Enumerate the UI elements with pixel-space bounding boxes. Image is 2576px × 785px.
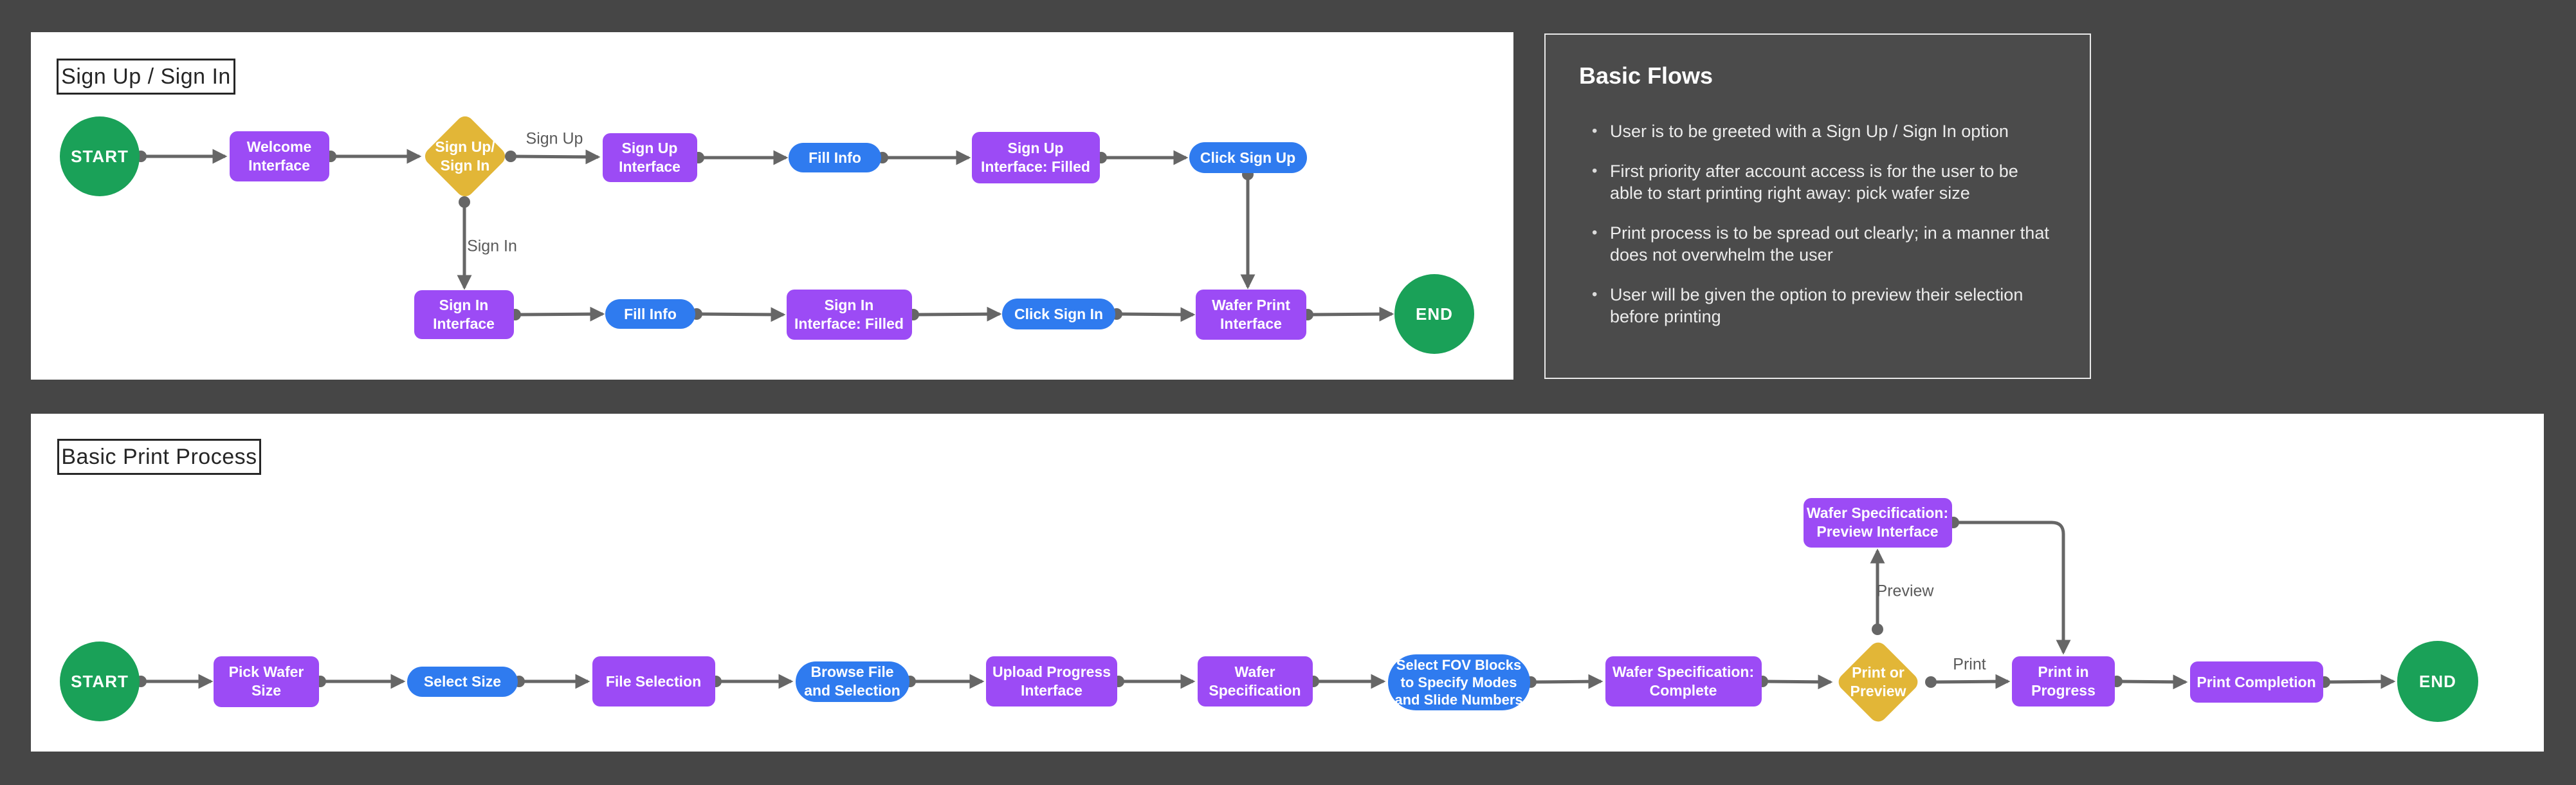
flow-node-sign-up-sign-in-fill-info-signup[interactable]: Fill Info: [789, 143, 881, 172]
node-label: Print or Preview: [1850, 664, 1906, 699]
flow-connector[interactable]: [2116, 674, 2188, 690]
flow-connector[interactable]: [913, 306, 1002, 322]
flow-node-basic-print-process-end[interactable]: END: [2397, 641, 2478, 722]
notes-panel: Basic Flows User is to be greeted with a…: [1544, 33, 2091, 379]
flow-node-sign-up-sign-in-click-signin[interactable]: Click Sign In: [1002, 299, 1115, 329]
flow-node-sign-up-sign-in-signin-interface[interactable]: Sign In Interface: [414, 290, 514, 339]
flow-title-sign-up-sign-in: Sign Up / Sign In: [61, 64, 231, 89]
flow-node-basic-print-process-print-completion[interactable]: Print Completion: [2189, 661, 2323, 703]
flow-node-basic-print-process-select-size[interactable]: Select Size: [407, 666, 518, 697]
node-label: Sign Up/ Sign In: [435, 138, 495, 174]
flow-connector[interactable]: [1762, 674, 1833, 690]
flow-connector[interactable]: [1116, 307, 1196, 322]
edge-label-print: Print: [1953, 655, 1986, 674]
flow-connector[interactable]: [2324, 674, 2396, 689]
edge-label-preview: Preview: [1876, 582, 1934, 600]
flow-connector[interactable]: [696, 307, 786, 322]
connector-start-dot: [1925, 676, 1937, 688]
flow-node-basic-print-process-start[interactable]: START: [60, 642, 140, 721]
notes-bullet-list: User is to be greeted with a Sign Up / S…: [1588, 120, 2061, 346]
notes-bullet: User is to be greeted with a Sign Up / S…: [1588, 120, 2061, 142]
edge-label-sign-in: Sign In: [467, 237, 517, 255]
notes-bullet: User will be given the option to preview…: [1588, 284, 2061, 328]
flow-node-sign-up-sign-in-signup-interface-filled[interactable]: Sign Up Interface: Filled: [971, 132, 1100, 183]
flow-title-basic-print-process: Basic Print Process: [61, 444, 257, 469]
flow-node-basic-print-process-wafer-spec-complete[interactable]: Wafer Specification: Complete: [1605, 656, 1762, 706]
edge-label-sign-up: Sign Up: [525, 129, 583, 148]
flow-connector[interactable]: [1953, 521, 2071, 655]
flow-connector[interactable]: [1530, 674, 1603, 689]
flow-connector[interactable]: [1307, 306, 1394, 322]
flow-node-sign-up-sign-in-click-signup[interactable]: Click Sign Up: [1189, 142, 1307, 173]
flow-node-basic-print-process-wafer-spec-preview[interactable]: Wafer Specification: Preview Interface: [1803, 497, 1952, 548]
flow-node-basic-print-process-wafer-specification[interactable]: Wafer Specification: [1197, 656, 1313, 706]
connector-start-dot: [1872, 623, 1883, 635]
notes-bullet: First priority after account access is f…: [1588, 160, 2061, 204]
flow-title-box-basic-print-process: Basic Print Process: [57, 439, 261, 475]
flow-node-sign-up-sign-in-signup-signin-decision[interactable]: Sign Up/ Sign In: [421, 113, 509, 201]
flow-node-basic-print-process-print-or-preview[interactable]: Print or Preview: [1834, 638, 1922, 726]
flow-node-sign-up-sign-in-wafer-print-interface[interactable]: Wafer Print Interface: [1196, 290, 1306, 340]
flow-title-box-sign-up-sign-in: Sign Up / Sign In: [57, 59, 235, 95]
connector-start-dot: [459, 196, 470, 208]
flow-node-basic-print-process-pick-wafer-size[interactable]: Pick Wafer Size: [214, 656, 319, 707]
flow-connector[interactable]: [515, 306, 605, 322]
flow-connector[interactable]: [510, 149, 601, 165]
flow-node-basic-print-process-browse-file-and-selection[interactable]: Browse File and Selection: [795, 661, 909, 702]
flow-node-basic-print-process-select-fov-blocks[interactable]: Select FOV Blocks to Specify Modes and S…: [1387, 654, 1530, 710]
flow-node-sign-up-sign-in-welcome-interface[interactable]: Welcome Interface: [229, 131, 329, 181]
flow-node-sign-up-sign-in-end[interactable]: END: [1394, 274, 1474, 354]
notes-bullet: Print process is to be spread out clearl…: [1588, 222, 2061, 266]
flow-node-sign-up-sign-in-signin-interface-filled[interactable]: Sign In Interface: Filled: [786, 290, 912, 340]
flow-node-basic-print-process-print-in-progress[interactable]: Print in Progress: [2012, 656, 2115, 706]
flow-node-basic-print-process-upload-progress-interface[interactable]: Upload Progress Interface: [986, 656, 1117, 706]
flow-node-sign-up-sign-in-start[interactable]: START: [60, 116, 140, 196]
notes-title: Basic Flows: [1579, 62, 1713, 89]
flow-node-sign-up-sign-in-fill-info-signin[interactable]: Fill Info: [605, 299, 695, 329]
flow-node-basic-print-process-file-selection[interactable]: File Selection: [592, 656, 715, 706]
flow-node-sign-up-sign-in-signup-interface[interactable]: Sign Up Interface: [602, 133, 697, 182]
flow-connector[interactable]: [1930, 674, 2011, 689]
connector-start-dot: [505, 151, 516, 162]
